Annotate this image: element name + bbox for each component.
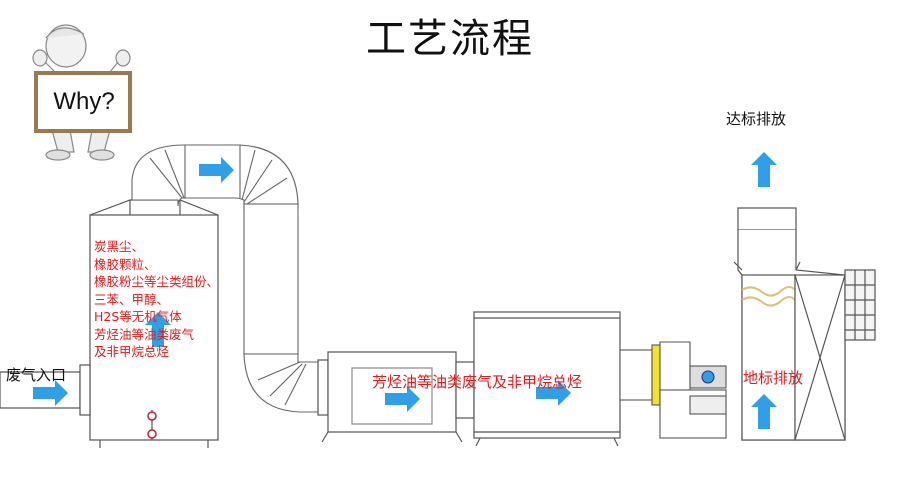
why-label: Why? <box>53 88 115 115</box>
vertical-duct <box>243 203 319 413</box>
page-title: 工艺流程 <box>366 16 534 62</box>
fan-unit <box>659 341 727 439</box>
drain-valve-icon <box>147 411 157 439</box>
pollutant-item: 橡胶颗粒、 <box>94 256 157 272</box>
flow-arrow-outlet-icon <box>751 152 777 187</box>
inlet-label: 废气入口 <box>6 366 67 384</box>
pollutant-list: 炭黑尘、 橡胶颗粒、 橡胶粉尘等尘类组份、 三苯、甲醇、 H2S等无机气体 芳烃… <box>94 238 219 361</box>
fan-duct <box>619 344 661 406</box>
oil-gas-label: 芳烃油等油类废气及非甲烷总烃 <box>372 373 583 391</box>
standard-emission-label: 地标排放 <box>743 369 804 387</box>
exhaust-stack <box>733 207 876 441</box>
why-sign <box>34 71 132 133</box>
pollutant-item: 三苯、甲醇、 <box>94 291 170 307</box>
filter-box <box>317 351 475 443</box>
pollutant-item: 橡胶粉尘等尘类组份、 <box>94 274 220 289</box>
pollutant-item: 及非甲烷总烃 <box>94 344 170 359</box>
outlet-label: 达标排放 <box>726 110 787 128</box>
pollutant-item: H2S等无机气体 <box>94 309 182 324</box>
cartoon-figure-icon <box>32 24 131 161</box>
elbow-duct <box>131 144 299 211</box>
pollutant-item: 炭黑尘、 <box>94 239 145 254</box>
pollutant-item: 芳烃油等油类废气 <box>94 326 195 342</box>
